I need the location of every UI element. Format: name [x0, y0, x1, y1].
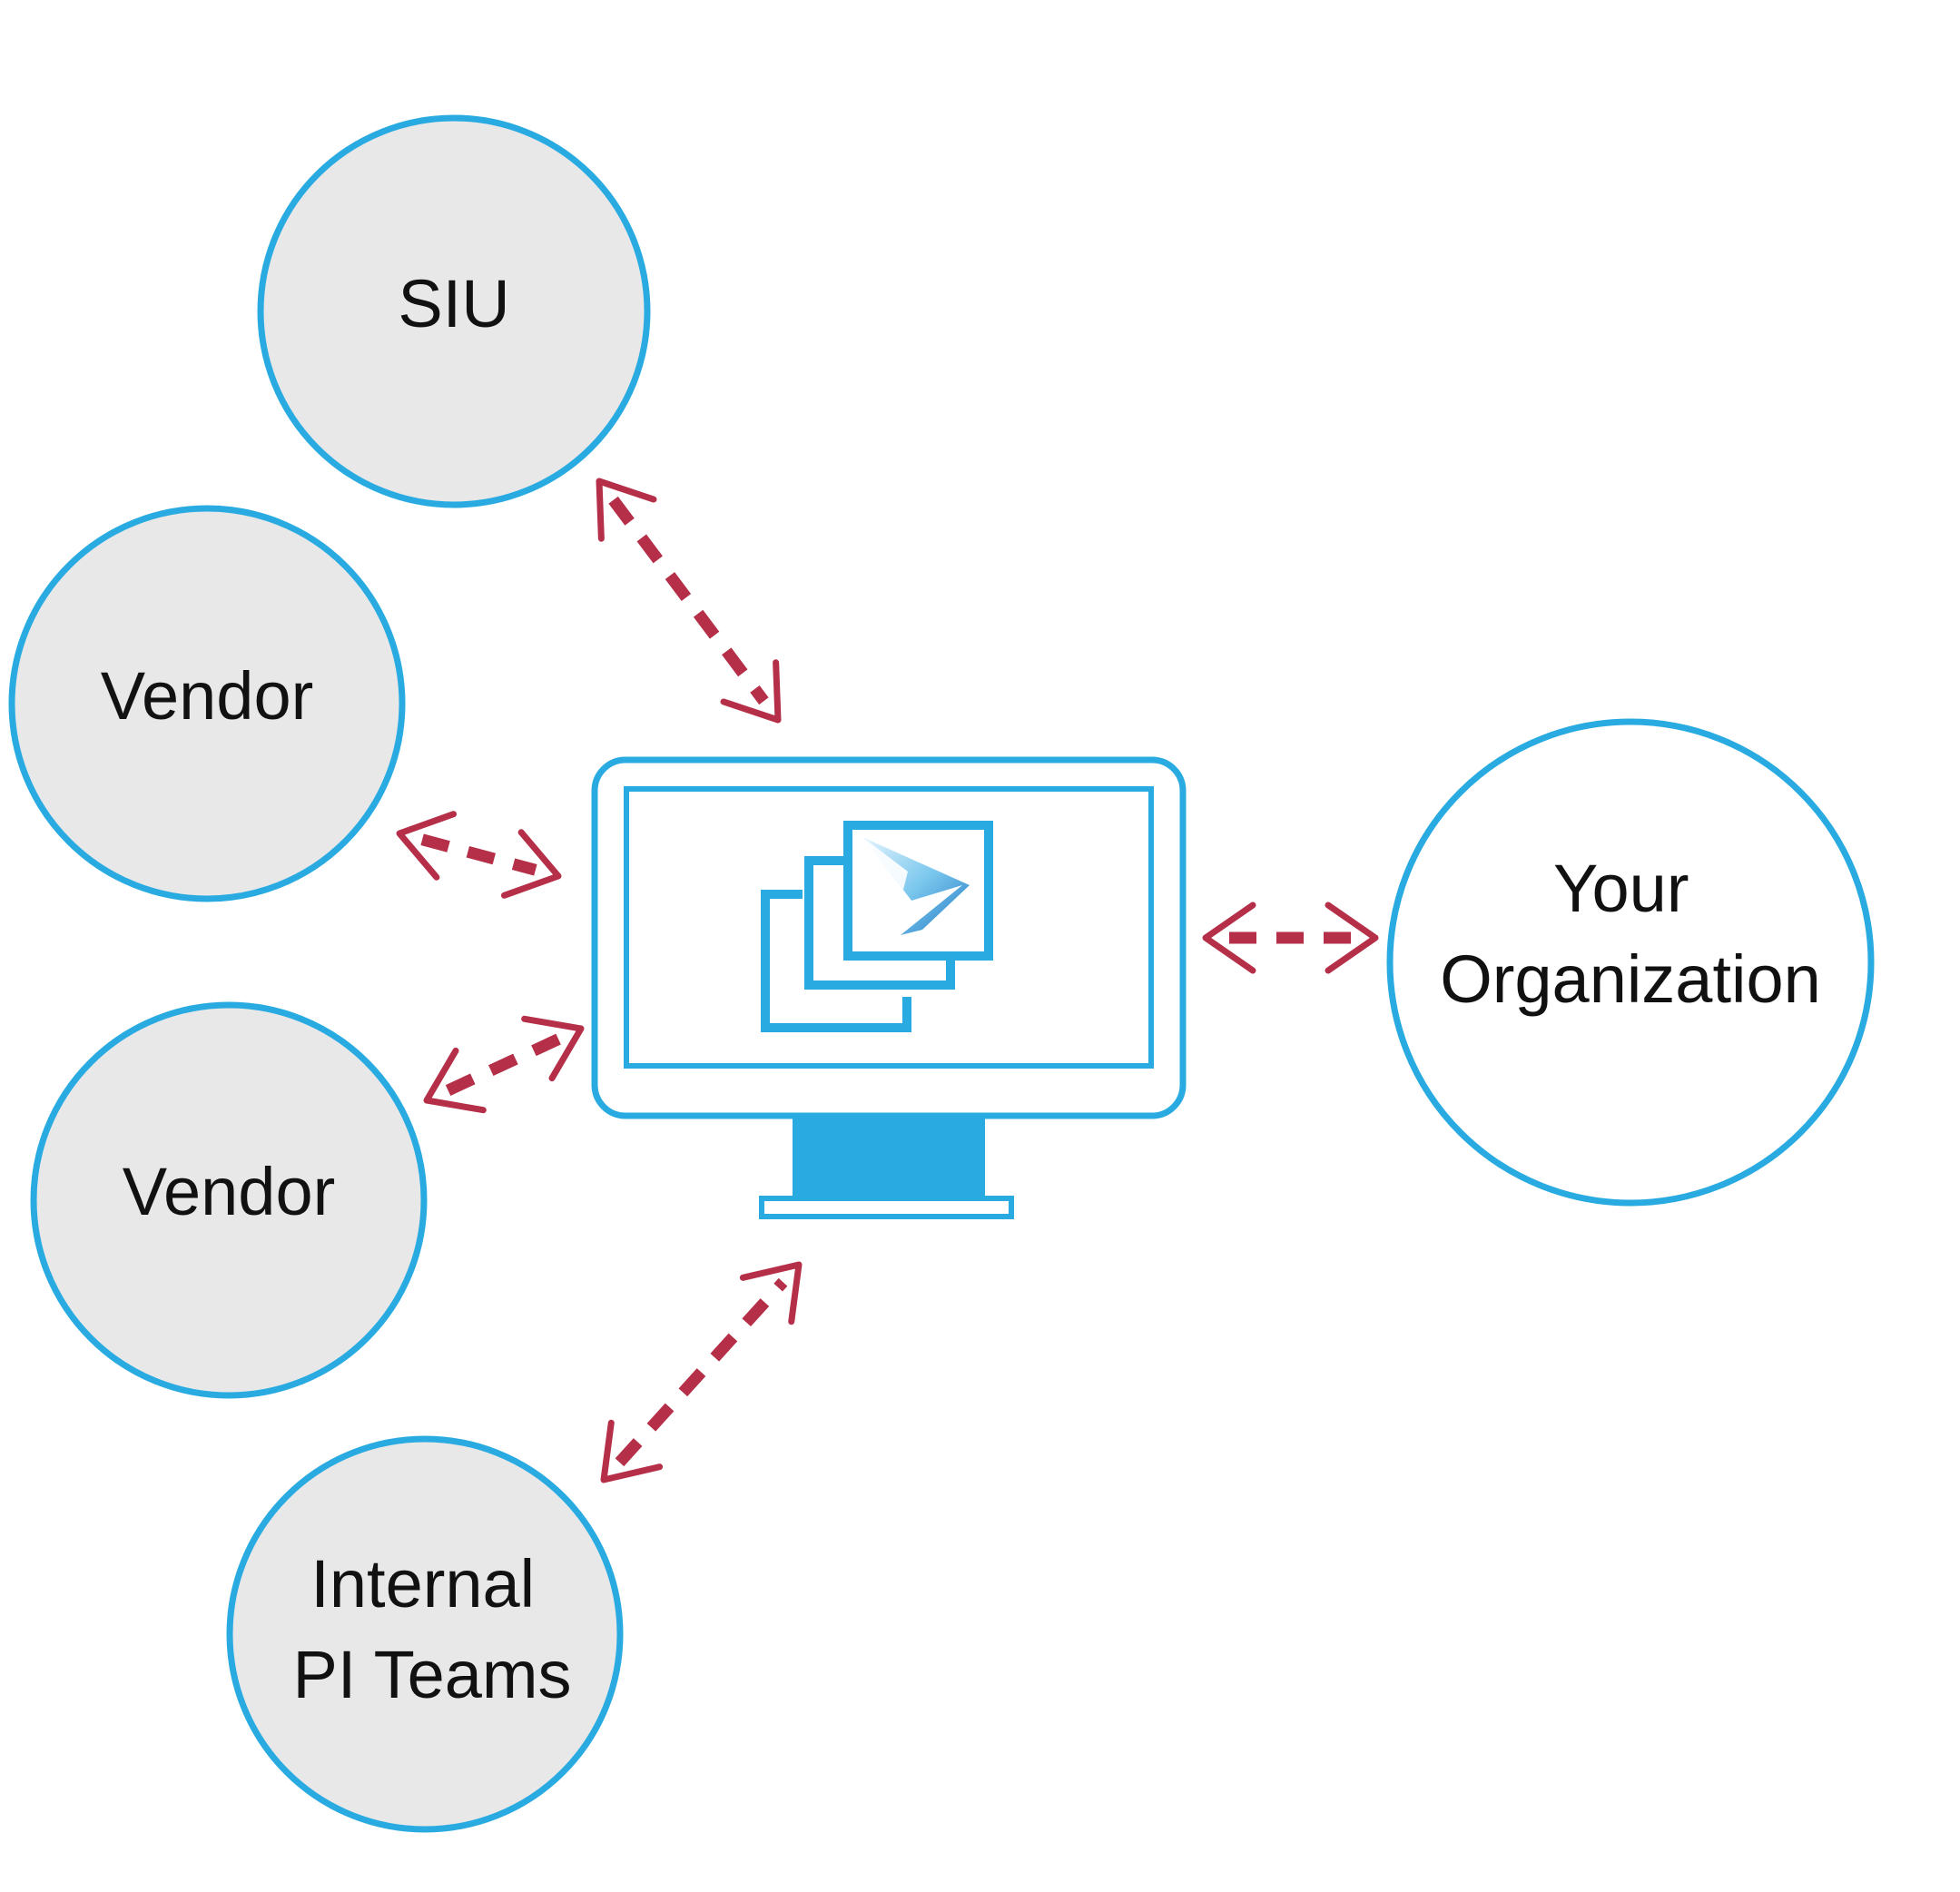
computer-monitor — [591, 756, 1187, 1219]
arrow-head-your-organization-monitor — [1325, 902, 1379, 974]
arrow-head-siu-node — [596, 478, 657, 542]
arrow-shaft-siu — [608, 496, 769, 705]
connection-arrows — [396, 478, 1379, 1483]
arrow-shaft-vendor-1 — [420, 833, 537, 876]
arrow-head-vendor-2-node — [423, 1047, 487, 1114]
arrow-shaft-vendor-2 — [445, 1033, 563, 1096]
node-vendor-1-label: Vendor — [101, 658, 314, 734]
node-vendor-1: Vendor — [8, 505, 406, 902]
arrow-head-vendor-1-monitor — [500, 829, 562, 899]
node-vendor-2-label: Vendor — [123, 1154, 336, 1229]
arrow-head-vendor-2-monitor — [521, 1015, 585, 1082]
arrow-head-your-organization-node — [1202, 902, 1256, 974]
arrow-head-internal-pi-teams-monitor — [739, 1261, 803, 1325]
node-internal-pi-teams: Internal PI Teams — [226, 1435, 624, 1833]
stacked-windows-logo-icon — [761, 821, 993, 1032]
arrow-head-siu-monitor — [720, 659, 782, 724]
arrow-head-vendor-1-node — [396, 811, 458, 881]
node-your-organization-label: Your Organization — [1440, 851, 1821, 1017]
node-vendor-2: Vendor — [30, 1001, 428, 1399]
node-siu-label: SIU — [398, 266, 509, 341]
node-your-organization: Your Organization — [1386, 718, 1875, 1207]
arrow-head-internal-pi-teams-node — [600, 1419, 664, 1483]
node-siu: SIU — [257, 114, 651, 508]
node-internal-pi-teams-label: Internal PI Teams — [292, 1546, 571, 1712]
arrow-shaft-internal-pi-teams — [615, 1277, 788, 1467]
